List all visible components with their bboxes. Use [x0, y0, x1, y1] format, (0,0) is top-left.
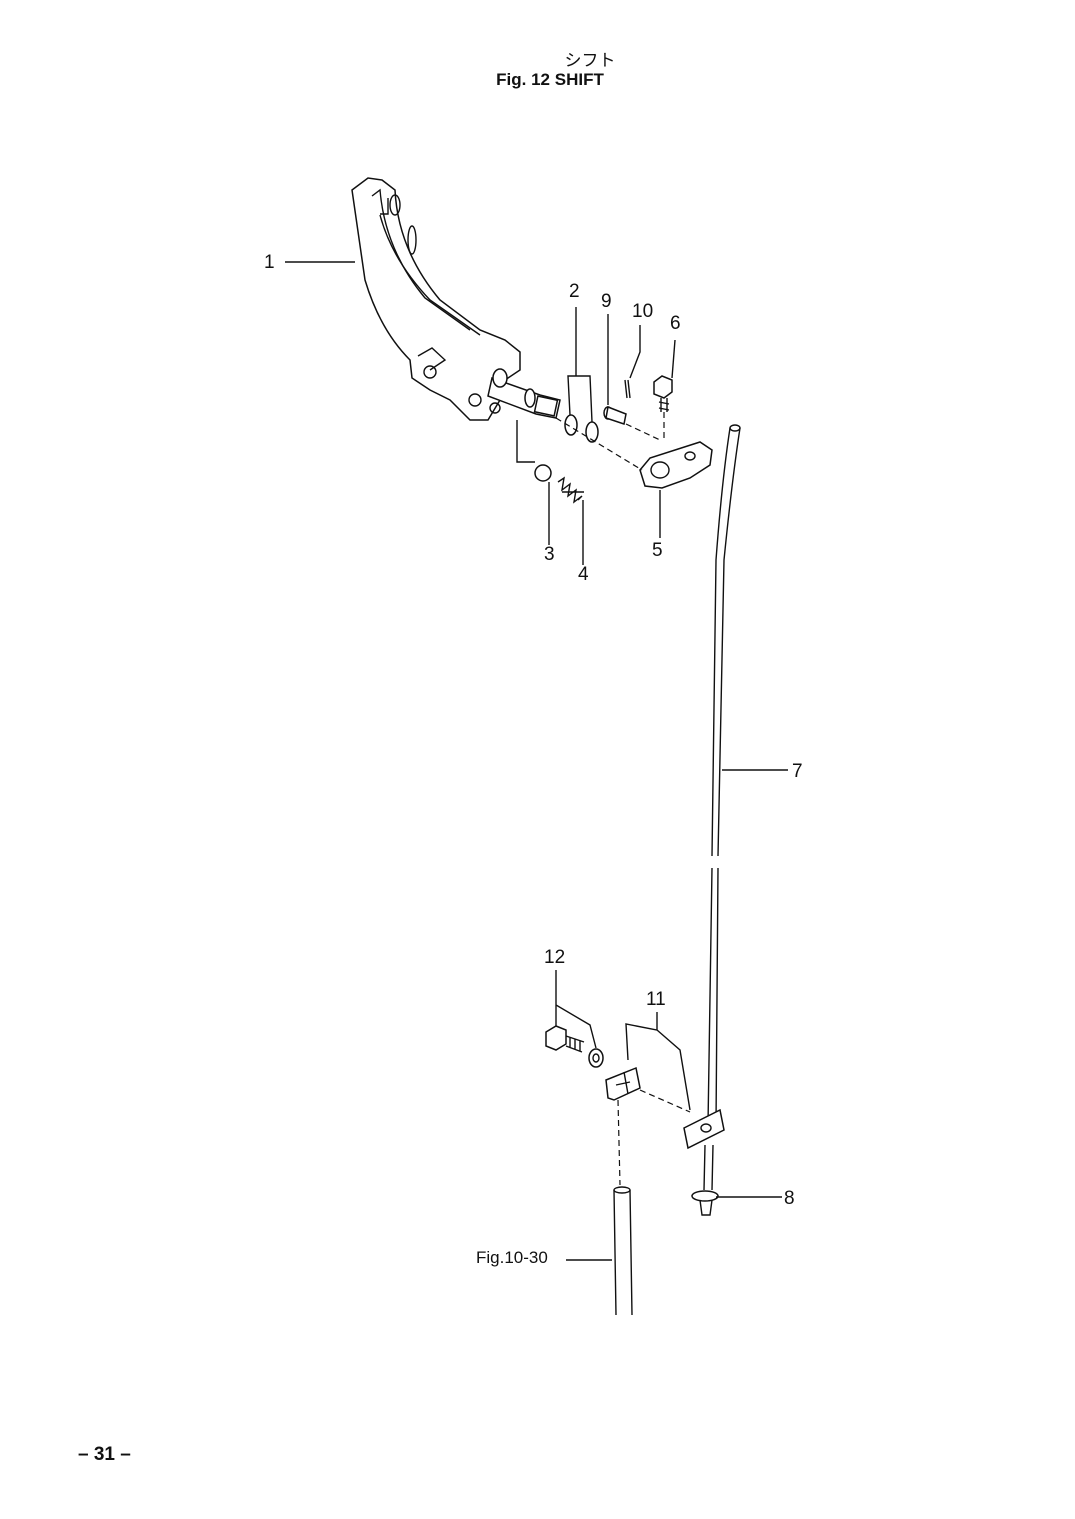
- figure-title: Fig. 12 SHIFT: [496, 70, 604, 89]
- callout-2: 2: [569, 281, 580, 302]
- part-4-spring: [557, 476, 584, 504]
- callout-6: 6: [670, 313, 681, 334]
- part-9-pin: [603, 405, 627, 425]
- callout-1: 1: [264, 252, 275, 273]
- page-number: – 31 –: [78, 1444, 131, 1465]
- callout-8: 8: [784, 1188, 795, 1209]
- assembly-lines: [516, 412, 691, 1186]
- part-3-ball: [534, 464, 552, 482]
- part-2-o-rings: [564, 414, 599, 443]
- part-11-connector: [605, 1066, 725, 1150]
- callout-12: 12: [544, 947, 566, 968]
- external-cable: [613, 1186, 633, 1316]
- leader-lines: [285, 261, 788, 1261]
- callout-4: 4: [578, 564, 589, 585]
- callout-5: 5: [652, 540, 663, 561]
- part-8-grommet: [691, 1190, 719, 1216]
- callout-10: 10: [632, 301, 654, 322]
- figure-title-japanese: シフト: [564, 51, 616, 71]
- callout-11: 11: [646, 989, 666, 1010]
- part-1-shift-lever: [351, 177, 561, 421]
- part-7-shift-rod: [703, 424, 741, 1191]
- callout-3: 3: [544, 544, 555, 565]
- callout-9: 9: [601, 291, 612, 312]
- cross-reference-label: Fig.10-30: [476, 1248, 548, 1267]
- part-12-bolt-washer: [545, 1025, 604, 1068]
- part-5-shift-arm: [639, 441, 713, 489]
- part-6-bolt: [653, 375, 673, 412]
- part-10-cotter-pin: [624, 379, 631, 399]
- callout-7: 7: [792, 761, 803, 782]
